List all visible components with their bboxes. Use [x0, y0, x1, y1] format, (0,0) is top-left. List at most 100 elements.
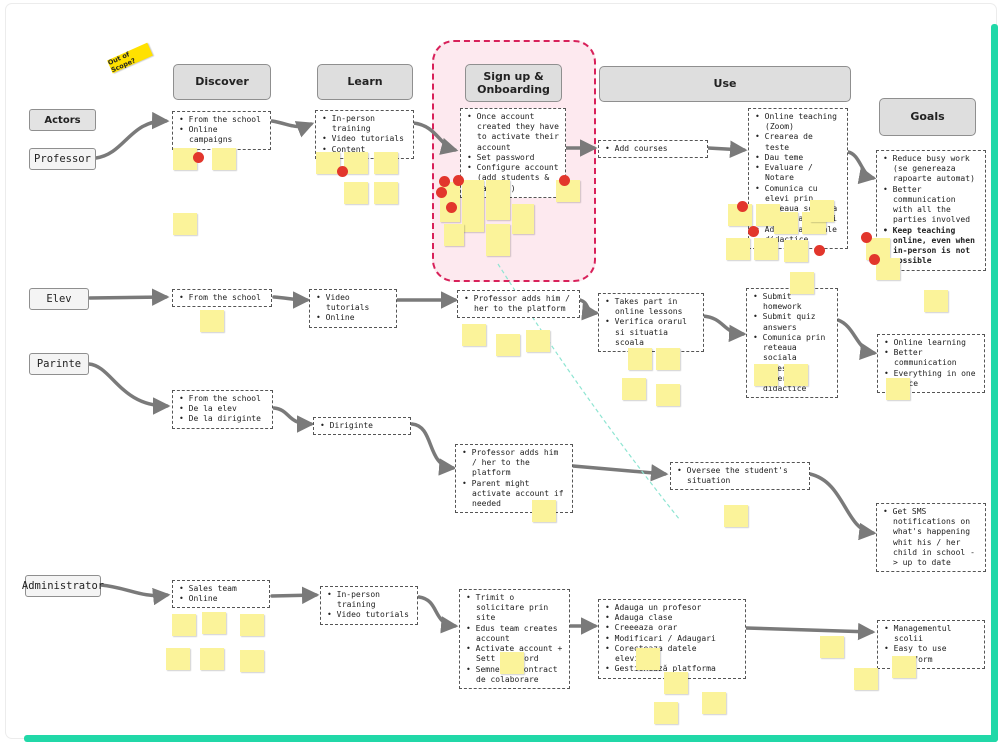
- sticky-note: [173, 148, 197, 170]
- list-item: Once account created they have to activa…: [467, 112, 559, 153]
- list-item: Sales team: [179, 584, 263, 594]
- sticky-note: [784, 364, 808, 386]
- list-item: Comunica prin reteaua sociala: [753, 333, 831, 364]
- actor-parinte: Parinte: [29, 353, 89, 375]
- list-item: Comunica cu elevi prin reteaua sociala: [755, 184, 841, 215]
- vote-dot: [748, 226, 759, 237]
- list-item: Adaug materiale didactice: [755, 225, 841, 245]
- sticky-note: [462, 324, 486, 346]
- sticky-note: [166, 648, 190, 670]
- sticky-note: [172, 614, 196, 636]
- parinte-goals-box: Get SMS notifications on what's happenin…: [876, 503, 986, 573]
- sticky-note: [500, 652, 524, 674]
- sticky-note: [240, 650, 264, 672]
- sticky-note: [628, 348, 652, 370]
- administrator-signup-box: Trimit o solicitare prin site Edus team …: [459, 589, 570, 690]
- sticky-note: [636, 648, 660, 670]
- sticky-note: [886, 378, 910, 400]
- actor-professor: Professor: [29, 148, 96, 170]
- parinte-discover-box: From the school De la elev De la dirigin…: [172, 390, 273, 429]
- stage-learn: Learn: [317, 64, 413, 100]
- list-item: Creeeaza orar: [605, 623, 739, 633]
- list-item: Reduce busy work (se genereaza rapoarte …: [883, 154, 979, 185]
- administrator-use-box: Adauga un profesor Adauga clase Creeeaza…: [598, 599, 746, 679]
- sticky-note: [790, 272, 814, 294]
- list-item: Crearea de teste: [755, 132, 841, 152]
- sticky-note: [240, 614, 264, 636]
- vote-dot: [814, 245, 825, 256]
- list-item: De la elev: [179, 404, 266, 414]
- elev-use-box: Submit homework Submit quiz answers Comu…: [746, 288, 838, 399]
- sticky-note: [784, 240, 808, 262]
- sticky-note: [820, 636, 844, 658]
- list-item: Online campaigns: [179, 125, 264, 145]
- list-item: Better communication: [884, 348, 978, 368]
- list-item: Set password: [467, 153, 559, 163]
- list-item: Diriginte: [320, 421, 404, 431]
- actor-administrator: Administrator: [22, 575, 104, 597]
- professor-goals-box: Reduce busy work (se genereaza rapoarte …: [876, 150, 986, 271]
- elev-learn-box: Video tutorials Online: [309, 289, 397, 328]
- sticky-note: [892, 656, 916, 678]
- sticky-note: [173, 213, 197, 235]
- sticky-note: [212, 148, 236, 170]
- list-item: Trimit o solicitare prin site: [466, 593, 563, 624]
- list-item: Get SMS notifications on what's happenin…: [883, 507, 979, 568]
- vote-dot: [439, 176, 450, 187]
- sticky-note: [702, 692, 726, 714]
- sticky-note: [444, 224, 464, 246]
- sticky-note: [486, 224, 510, 256]
- list-item: Modificari / Adaugari: [605, 634, 739, 644]
- sticky-note: [200, 310, 224, 332]
- stage-discover: Discover: [173, 64, 271, 100]
- list-item: Keep teaching online, even when in-perso…: [883, 226, 979, 267]
- vote-dot: [869, 254, 880, 265]
- list-item: Takes part in online lessons: [605, 297, 697, 317]
- sticky-note: [622, 378, 646, 400]
- vote-dot: [446, 202, 457, 213]
- parinte-learn-box: Diriginte: [313, 417, 411, 436]
- parinte-use-box: Oversee the student's situation: [670, 462, 810, 491]
- sticky-note: [316, 152, 340, 174]
- sticky-note: [202, 612, 226, 634]
- vote-dot: [559, 175, 570, 186]
- list-item: In-person training: [322, 114, 407, 134]
- sticky-note: [486, 180, 510, 220]
- list-item: Verifica orarul si situatia scoala: [605, 317, 697, 348]
- list-item: Online teaching (Zoom): [755, 112, 841, 132]
- elev-use-entry-box: Takes part in online lessons Verifica or…: [598, 293, 704, 353]
- actors-title: Actors: [29, 109, 96, 131]
- sticky-note: [512, 204, 534, 234]
- list-item: Online: [316, 313, 390, 323]
- elev-signup-box: Professor adds him / her to the platform: [457, 290, 580, 319]
- list-item: De la diriginte: [179, 414, 266, 424]
- list-item: Submit homework: [753, 292, 831, 312]
- sticky-note: [854, 668, 878, 690]
- vote-dot: [861, 232, 872, 243]
- sticky-note: [726, 238, 750, 260]
- vote-dot: [737, 201, 748, 212]
- list-item: From the school: [179, 293, 265, 303]
- list-item: In-person training: [327, 590, 411, 610]
- sticky-note: [924, 290, 948, 312]
- sticky-note: [774, 212, 798, 234]
- vote-dot: [337, 166, 348, 177]
- stage-use: Use: [599, 66, 851, 102]
- list-item: Professor adds him / her to the platform: [464, 294, 573, 314]
- professor-learn-box: In-person training Video tutorials Conte…: [315, 110, 414, 159]
- sticky-note: [654, 702, 678, 724]
- sticky-note: [200, 648, 224, 670]
- list-item: From the school: [179, 394, 266, 404]
- accent-bar-right: [991, 24, 998, 742]
- list-item: Video tutorials: [316, 293, 390, 313]
- professor-use-box: Online teaching (Zoom) Crearea de teste …: [748, 108, 848, 250]
- sticky-note: [496, 334, 520, 356]
- list-item: Trimit anunturi: [755, 214, 841, 224]
- professor-use-entry-box: Add courses: [598, 140, 708, 159]
- sticky-note: [656, 384, 680, 406]
- list-item: Parent might activate account if needed: [462, 479, 566, 510]
- list-item: Better communication with all the partie…: [883, 185, 979, 226]
- list-item: Corecteaza datele elevilor: [605, 644, 739, 664]
- sticky-note: [344, 182, 368, 204]
- list-item: Video tutorials: [322, 134, 407, 144]
